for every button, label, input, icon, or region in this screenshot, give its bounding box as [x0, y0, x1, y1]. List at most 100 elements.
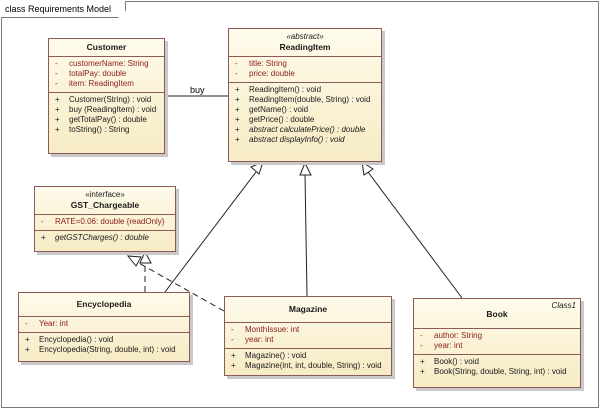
visibility-marker: + [231, 351, 236, 360]
attribute-text: totalPay: double [69, 69, 127, 78]
attribute-text: Year: int [39, 319, 69, 328]
generalization-book-readingitem[interactable] [367, 171, 463, 299]
attribute-row[interactable]: -item: ReadingItem [49, 79, 164, 89]
attribute-row[interactable]: -price: double [229, 69, 381, 79]
attribute-row[interactable]: - customerName: String [49, 59, 164, 69]
attribute-row[interactable]: -totalPay: double [49, 69, 164, 79]
visibility-marker: + [235, 135, 240, 144]
operation-text: abstract calculatePrice() : double [249, 125, 366, 134]
visibility-marker: - [420, 341, 423, 350]
attribute-row[interactable]: -Year: int [19, 319, 189, 329]
operation-row[interactable]: + Customer(String) : void [49, 95, 164, 105]
attribute-text: MonthIssue: int [245, 325, 300, 334]
operation-row[interactable]: + buy (ReadingItem) : void [49, 105, 164, 115]
operation-text: ReadingItem(double, String) : void [249, 95, 371, 104]
operation-row[interactable]: +getName() : void [229, 105, 381, 115]
operation-row[interactable]: +Encyclopedia() : void [19, 335, 189, 345]
attribute-text: RATE=0.06: double {readOnly} [55, 217, 165, 226]
operation-row[interactable]: +getGSTCharges() : double [35, 233, 175, 243]
class-book[interactable]: Class1 Book -author: String-year: int +B… [413, 298, 581, 388]
visibility-marker: - [420, 331, 423, 340]
class-gst-chargeable[interactable]: «interface» GST_Chargeable - RATE=0.06: d… [34, 186, 176, 252]
attribute-text: author: String [434, 331, 483, 340]
realization-magazine-gst[interactable] [136, 261, 225, 312]
attribute-row[interactable]: - RATE=0.06: double {readOnly} [35, 217, 175, 227]
operation-row[interactable]: +toString() : String [49, 125, 164, 135]
attributes-compartment: - MonthIssue: int-year: int [225, 323, 391, 349]
operation-row[interactable]: +Magazine(int, int, double, String) : vo… [225, 361, 391, 371]
class-stereotype: «interface» [85, 190, 125, 199]
operation-text: Encyclopedia(String, double, int) : void [39, 345, 176, 354]
class-name: Book [486, 309, 508, 319]
class-name: Magazine [288, 304, 328, 314]
attribute-row[interactable]: - MonthIssue: int [225, 325, 391, 335]
visibility-marker: + [235, 125, 240, 134]
visibility-marker: + [41, 233, 46, 242]
operation-row[interactable]: + ReadingItem() : void [229, 85, 381, 95]
operation-row[interactable]: +abstract displayInfo() : void [229, 135, 381, 145]
visibility-marker: - [235, 69, 238, 78]
class-customer[interactable]: Customer -customerName: String-totalPay:… [48, 38, 165, 154]
operation-row[interactable]: +Book() : void [414, 357, 580, 367]
class-encyclopedia[interactable]: Encyclopedia -Year: int +Encyclopedia() … [18, 292, 190, 362]
visibility-marker: + [55, 105, 60, 114]
class-tag: Class1 [551, 301, 576, 310]
visibility-marker: - [41, 217, 44, 226]
diagram-frame-title: class Requirements Model [1, 1, 126, 18]
realization-arrowhead [139, 250, 152, 264]
attribute-row[interactable]: - author: String [414, 331, 580, 341]
visibility-marker: - [55, 59, 58, 68]
operation-row[interactable]: +getPrice() : double [229, 115, 381, 125]
association-label-buy: buy [190, 85, 205, 95]
attributes-compartment: - author: String-year: int [414, 329, 580, 355]
operation-text: Book() : void [434, 357, 479, 366]
class-header: «interface» GST_Chargeable [35, 187, 175, 215]
operations-compartment: + ReadingItem() : void + ReadingItem(double… [229, 83, 381, 148]
generalization-encyclopedia-readingitem[interactable] [164, 171, 257, 293]
class-name: ReadingItem [279, 42, 331, 52]
operation-row[interactable]: + Magazine() : void [225, 351, 391, 361]
operation-text: Book(String, double, String, int) : void [434, 367, 567, 376]
operation-text: Magazine() : void [245, 351, 307, 360]
visibility-marker: + [55, 125, 60, 134]
visibility-marker: + [25, 335, 30, 344]
visibility-marker: + [235, 105, 240, 114]
operation-text: Customer(String) : void [69, 95, 152, 104]
visibility-marker: + [55, 95, 60, 104]
visibility-marker: - [55, 79, 58, 88]
attribute-row[interactable]: -year: int [414, 341, 580, 351]
visibility-marker: + [420, 367, 425, 376]
operations-compartment: +Book() : void+ Book(String, double, Stri… [414, 355, 580, 380]
operation-text: getTotalPay() : double [69, 115, 147, 124]
class-header: «abstract» ReadingItem [229, 29, 381, 57]
visibility-marker: + [235, 85, 240, 94]
attribute-row[interactable]: - title: String [229, 59, 381, 69]
attribute-text: customerName: String [69, 59, 149, 68]
operations-compartment: +Encyclopedia() : void+ Encyclopedia(Stri… [19, 333, 189, 358]
operation-row[interactable]: + Encyclopedia(String, double, int) : voi… [19, 345, 189, 355]
visibility-marker: - [231, 325, 234, 334]
visibility-marker: + [25, 345, 30, 354]
class-readingitem[interactable]: «abstract» ReadingItem - title: String-pr… [228, 28, 382, 162]
operation-text: ReadingItem() : void [249, 85, 322, 94]
operation-row[interactable]: + Book(String, double, String, int) : voi… [414, 367, 580, 377]
visibility-marker: + [55, 115, 60, 124]
operation-row[interactable]: + ReadingItem(double, String) : void [229, 95, 381, 105]
operation-row[interactable]: + getTotalPay() : double [49, 115, 164, 125]
visibility-marker: - [235, 59, 238, 68]
operation-text: Magazine(int, int, double, String) : voi… [245, 361, 382, 370]
class-name: GST_Chargeable [70, 200, 140, 210]
operation-text: getPrice() : double [249, 115, 315, 124]
attribute-row[interactable]: -year: int [225, 335, 391, 345]
operations-compartment: + Magazine() : void+Magazine(int, int, do… [225, 349, 391, 374]
visibility-marker: + [235, 95, 240, 104]
generalization-magazine-readingitem[interactable] [304, 173, 308, 297]
class-header: Customer [49, 39, 164, 57]
operation-text: buy (ReadingItem) : void [69, 105, 157, 114]
attribute-text: title: String [249, 59, 287, 68]
class-magazine[interactable]: Magazine -MonthIssue: int-year: int +Mag… [224, 296, 392, 376]
operation-row[interactable]: + abstract calculatePrice() : double [229, 125, 381, 135]
class-header: Encyclopedia [19, 293, 189, 317]
